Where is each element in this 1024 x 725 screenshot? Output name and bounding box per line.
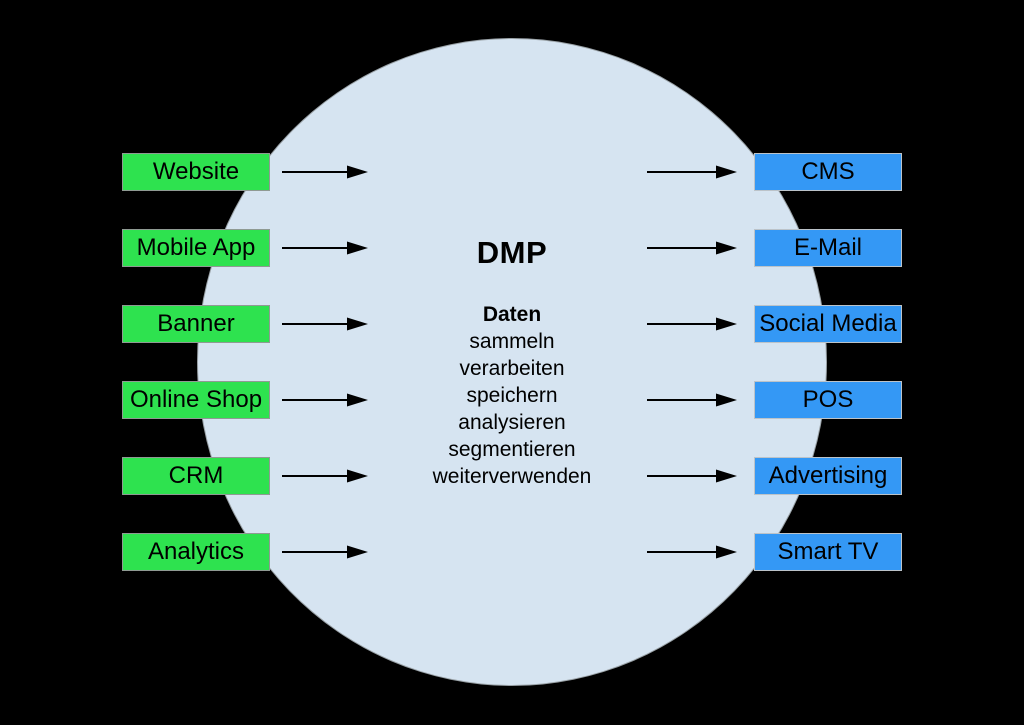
destination-box-pos: POS [754, 381, 902, 419]
source-box-crm: CRM [122, 457, 270, 495]
source-box-mobile-app: Mobile App [122, 229, 270, 267]
dmp-center-text: DMP Daten sammeln verarbeiten speichern … [382, 235, 642, 490]
source-box-analytics: Analytics [122, 533, 270, 571]
destination-box-email: E-Mail [754, 229, 902, 267]
destination-box-smart-tv: Smart TV [754, 533, 902, 571]
dmp-activity: speichern [466, 384, 558, 407]
source-box-website: Website [122, 153, 270, 191]
dmp-data-label: Daten [482, 303, 542, 326]
dmp-activity: segmentieren [448, 438, 576, 461]
dmp-activity: weiterverwenden [432, 465, 592, 488]
source-box-banner: Banner [122, 305, 270, 343]
dmp-activity: verarbeiten [459, 357, 565, 380]
dmp-title: DMP [476, 235, 548, 270]
source-box-online-shop: Online Shop [122, 381, 270, 419]
destination-box-cms: CMS [754, 153, 902, 191]
destination-box-advertising: Advertising [754, 457, 902, 495]
dmp-platform-circle [197, 38, 827, 686]
dmp-activity: analysieren [458, 411, 566, 434]
destination-box-social-media: Social Media [754, 305, 902, 343]
dmp-activity: sammeln [469, 330, 555, 353]
